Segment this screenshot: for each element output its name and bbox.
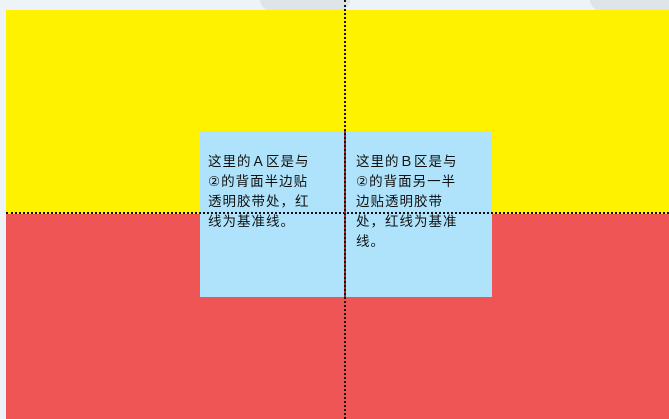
red-center-baseline <box>344 131 346 297</box>
horizontal-baseline <box>6 212 669 214</box>
region-a-label: 这里的Ａ区是与 ②的背面半边贴 透明胶带处，红 线为基准线。 <box>208 154 310 230</box>
region-b-label: 这里的Ｂ区是与 ②的背面另一半 边贴透明胶带 处，红线为基准 线。 <box>356 154 458 250</box>
transparent-tape-area <box>200 131 492 297</box>
